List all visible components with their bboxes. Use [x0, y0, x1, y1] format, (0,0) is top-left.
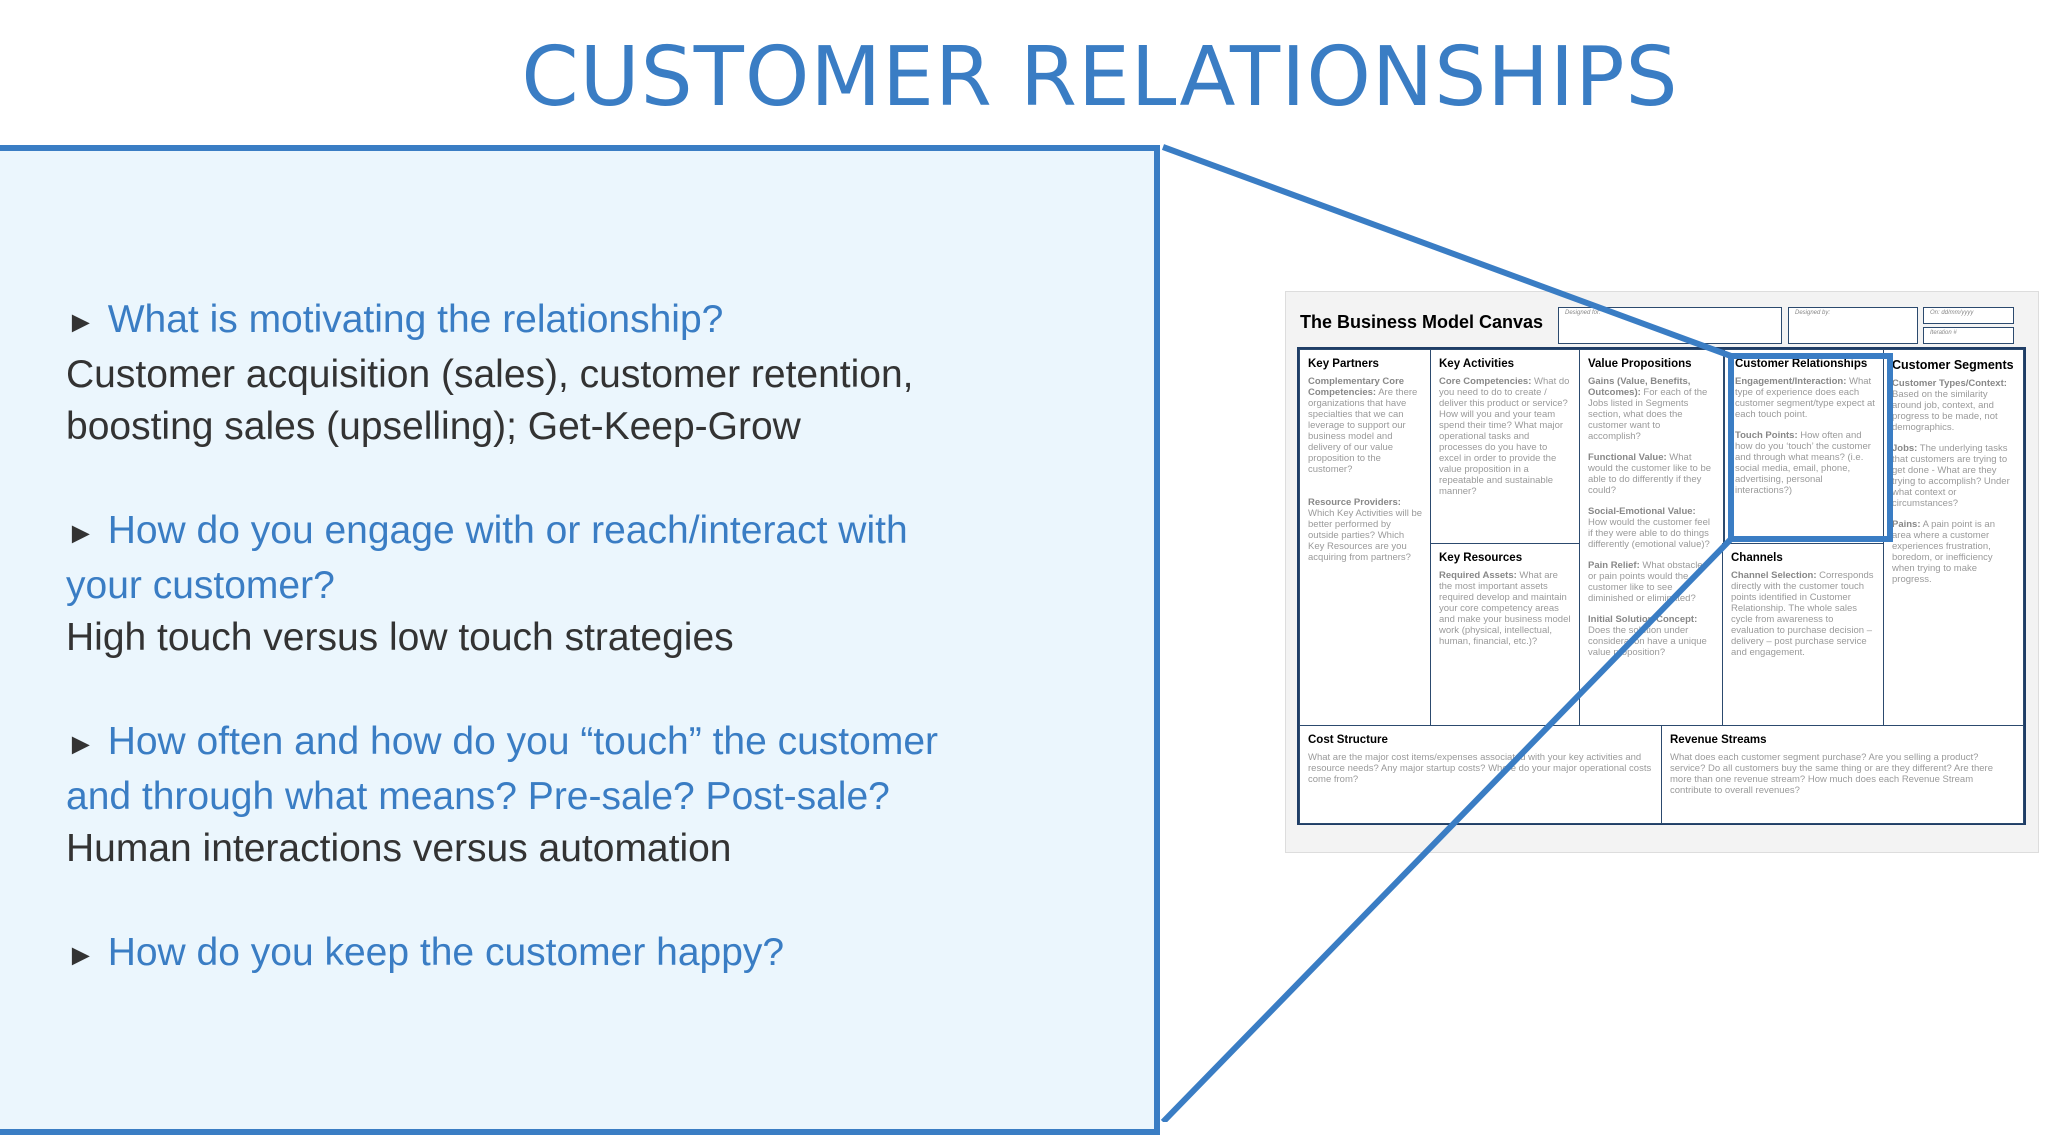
cell-label: Resource Providers:: [1308, 497, 1401, 508]
cell-text: Based on the similarity around job, cont…: [1892, 389, 1998, 433]
cell-text: A pain point is an area where a customer…: [1892, 519, 1995, 585]
bullet-arrow-icon: ►: [66, 306, 96, 339]
cell-label: Pains:: [1892, 519, 1921, 530]
cell-channels: Channels Channel Selection: Corresponds …: [1722, 543, 1884, 726]
question-group: ► How do you keep the customer happy?: [66, 927, 1146, 982]
cell-label: Functional Value:: [1588, 452, 1667, 463]
designed-for-field: Designed for:: [1558, 307, 1782, 344]
cell-text: How would the customer feel if they were…: [1588, 517, 1710, 550]
cell-label: Initial Solution Concept:: [1588, 614, 1698, 625]
cell-customer-segments: Customer Segments Customer Types/Context…: [1883, 349, 2024, 726]
answer-text: boosting sales (upselling); Get-Keep-Gro…: [66, 405, 801, 448]
canvas-title: The Business Model Canvas: [1300, 312, 1544, 332]
cell-title: Revenue Streams: [1670, 734, 1767, 746]
question-group: ► How often and how do you “touch” the cu…: [66, 716, 1146, 875]
cell-label: Required Assets:: [1439, 570, 1517, 581]
cell-title: Key Partners: [1308, 358, 1379, 370]
question-text: How do you keep the customer happy?: [107, 931, 785, 974]
cell-value-propositions: Value Propositions Gains (Value, Benefit…: [1579, 349, 1724, 726]
cell-text: Are there organizations that have specia…: [1308, 387, 1418, 475]
cell-title: Cost Structure: [1308, 734, 1388, 746]
cell-label: Complementary Core Competencies:: [1308, 376, 1405, 398]
cell-title: Value Propositions: [1588, 358, 1692, 370]
question-text: What is motivating the relationship?: [107, 298, 724, 341]
answer-text: Human interactions versus automation: [66, 827, 732, 870]
cell-text: What does each customer segment purchase…: [1670, 752, 1993, 796]
cell-label: Touch Points:: [1735, 430, 1798, 441]
cell-title: Channels: [1731, 552, 1783, 564]
cell-key-activities: Key Activities Core Competencies: What d…: [1430, 349, 1580, 544]
cell-title: Key Activities: [1439, 358, 1514, 370]
cell-label: Core Competencies:: [1439, 376, 1532, 387]
cell-text: What would the customer like to be able …: [1588, 452, 1712, 496]
cell-text: What are the most important assets requi…: [1439, 570, 1571, 647]
cell-text: The underlying tasks that customers are …: [1892, 443, 2010, 509]
cell-text: Does the solution under consideration ha…: [1588, 625, 1707, 658]
cell-text: For each of the Jobs listed in Segments …: [1588, 387, 1708, 442]
question-text: How often and how do you “touch” the cus…: [107, 720, 938, 763]
question-text: and through what means? Pre-sale? Post-s…: [66, 775, 890, 818]
cell-label: Jobs:: [1892, 443, 1918, 454]
cell-title: Customer Segments: [1892, 358, 2014, 372]
date-field: On: dd/mm/yyyy: [1923, 307, 2014, 324]
cell-title: Key Resources: [1439, 552, 1523, 564]
answer-text: Customer acquisition (sales), customer r…: [66, 353, 914, 396]
cell-key-resources: Key Resources Required Assets: What are …: [1430, 543, 1580, 726]
bullet-arrow-icon: ►: [66, 517, 96, 550]
cell-label: Gains (Value, Benefits, Outcomes):: [1588, 376, 1691, 398]
questions-panel: [0, 145, 1160, 1135]
cell-text: What do you need to do to create / deliv…: [1439, 376, 1570, 497]
cell-key-partners: Key Partners Complementary Core Competen…: [1299, 349, 1432, 726]
designed-by-field: Designed by:: [1788, 307, 1918, 344]
cell-text: Corresponds directly with the customer t…: [1731, 570, 1874, 658]
cell-cost-structure: Cost Structure What are the major cost i…: [1299, 725, 1662, 824]
cell-title: Customer Relationships: [1735, 358, 1868, 370]
iteration-field: Iteration #: [1923, 327, 2014, 344]
cell-text: Which Key Activities will be better perf…: [1308, 508, 1423, 563]
questions-list: ► What is motivating the relationship? Cu…: [66, 294, 1146, 1034]
page-title: CUSTOMER RELATIONSHIPS: [521, 30, 1679, 125]
cell-label: Customer Types/Context:: [1892, 378, 2007, 389]
cell-text: What are the major cost items/expenses a…: [1308, 752, 1652, 785]
cell-customer-relationships: Customer Relationships Engagement/Intera…: [1724, 349, 1888, 544]
bullet-arrow-icon: ►: [66, 728, 96, 761]
cell-label: Social-Emotional Value:: [1588, 506, 1696, 517]
bullet-arrow-icon: ►: [66, 939, 96, 972]
cell-label: Engagement/Interaction:: [1735, 376, 1847, 387]
cell-label: Pain Relief:: [1588, 560, 1640, 571]
answer-text: High touch versus low touch strategies: [66, 616, 734, 659]
question-text: How do you engage with or reach/interact…: [107, 509, 908, 552]
cell-revenue-streams: Revenue Streams What does each customer …: [1661, 725, 2024, 824]
cell-label: Channel Selection:: [1731, 570, 1817, 581]
question-group: ► What is motivating the relationship? Cu…: [66, 294, 1146, 453]
question-group: ► How do you engage with or reach/interac…: [66, 505, 1146, 664]
question-text: your customer?: [66, 564, 335, 607]
